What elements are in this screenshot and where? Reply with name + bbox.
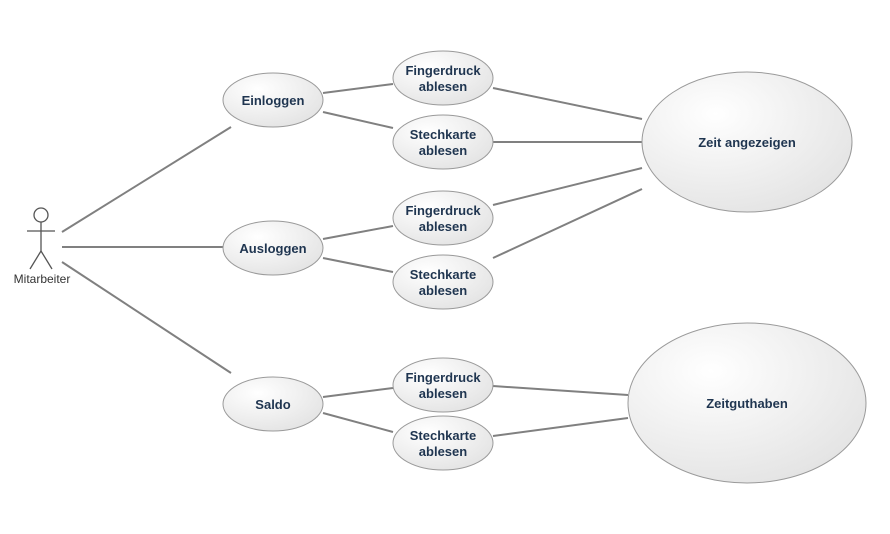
usecase-zeitguthaben[interactable]: Zeitguthaben (627, 322, 867, 484)
usecase-label-line1: Fingerdruck (405, 370, 481, 385)
assoc-finger2-zeit (492, 167, 643, 206)
usecase-label-line1: Fingerdruck (405, 63, 481, 78)
assoc-actor-einloggen (61, 126, 232, 233)
usecase-saldo[interactable]: Saldo (222, 376, 324, 432)
assoc-ausloggen-finger (322, 225, 394, 240)
usecase-saldo-label: Saldo (255, 397, 290, 412)
usecase-fingerdruck-ablesen-2[interactable]: Fingerdruck ablesen (392, 190, 494, 246)
assoc-einloggen-finger (322, 83, 394, 94)
usecase-label-line2: ablesen (419, 444, 467, 459)
usecase-fingerdruck-ablesen-1[interactable]: Fingerdruck ablesen (392, 50, 494, 106)
usecase-zeit-angezeigen-label: Zeit angezeigen (698, 135, 796, 150)
usecase-einloggen-label: Einloggen (242, 93, 305, 108)
usecase-einloggen[interactable]: Einloggen (222, 72, 324, 128)
associations (61, 83, 643, 437)
assoc-ausloggen-stech (322, 257, 394, 273)
usecase-label-line2: ablesen (419, 219, 467, 234)
assoc-saldo-stech (322, 412, 394, 433)
usecase-ausloggen-label: Ausloggen (239, 241, 306, 256)
usecase-label-line1: Stechkarte (410, 267, 476, 282)
assoc-actor-saldo (61, 261, 232, 374)
usecase-label-line2: ablesen (419, 143, 467, 158)
assoc-stech2-zeit (492, 188, 643, 259)
actor-head (33, 207, 49, 223)
assoc-einloggen-stech (322, 111, 394, 129)
usecase-zeitguthaben-label: Zeitguthaben (706, 396, 788, 411)
assoc-stech3-guthaben (492, 417, 629, 437)
usecase-label-line2: ablesen (419, 386, 467, 401)
usecase-stechkarte-ablesen-1[interactable]: Stechkarte ablesen (392, 114, 494, 170)
actor-mitarbeiter[interactable]: Mitarbeiter (14, 207, 71, 286)
usecase-label-line1: Stechkarte (410, 127, 476, 142)
actor-leg-left (29, 250, 42, 270)
usecase-label-line1: Fingerdruck (405, 203, 481, 218)
actor-leg-right (40, 250, 53, 270)
usecase-zeit-angezeigen[interactable]: Zeit angezeigen (641, 71, 853, 213)
usecase-fingerdruck-ablesen-3[interactable]: Fingerdruck ablesen (392, 357, 494, 413)
assoc-finger1-zeit (492, 87, 643, 120)
usecase-stechkarte-ablesen-3[interactable]: Stechkarte ablesen (392, 415, 494, 471)
actor-name: Mitarbeiter (14, 272, 71, 286)
usecase-stechkarte-ablesen-2[interactable]: Stechkarte ablesen (392, 254, 494, 310)
usecase-label-line2: ablesen (419, 79, 467, 94)
usecase-label-line1: Stechkarte (410, 428, 476, 443)
usecase-label-line2: ablesen (419, 283, 467, 298)
usecase-ausloggen[interactable]: Ausloggen (222, 220, 324, 276)
assoc-finger3-guthaben (492, 385, 629, 396)
assoc-saldo-finger (322, 387, 394, 398)
